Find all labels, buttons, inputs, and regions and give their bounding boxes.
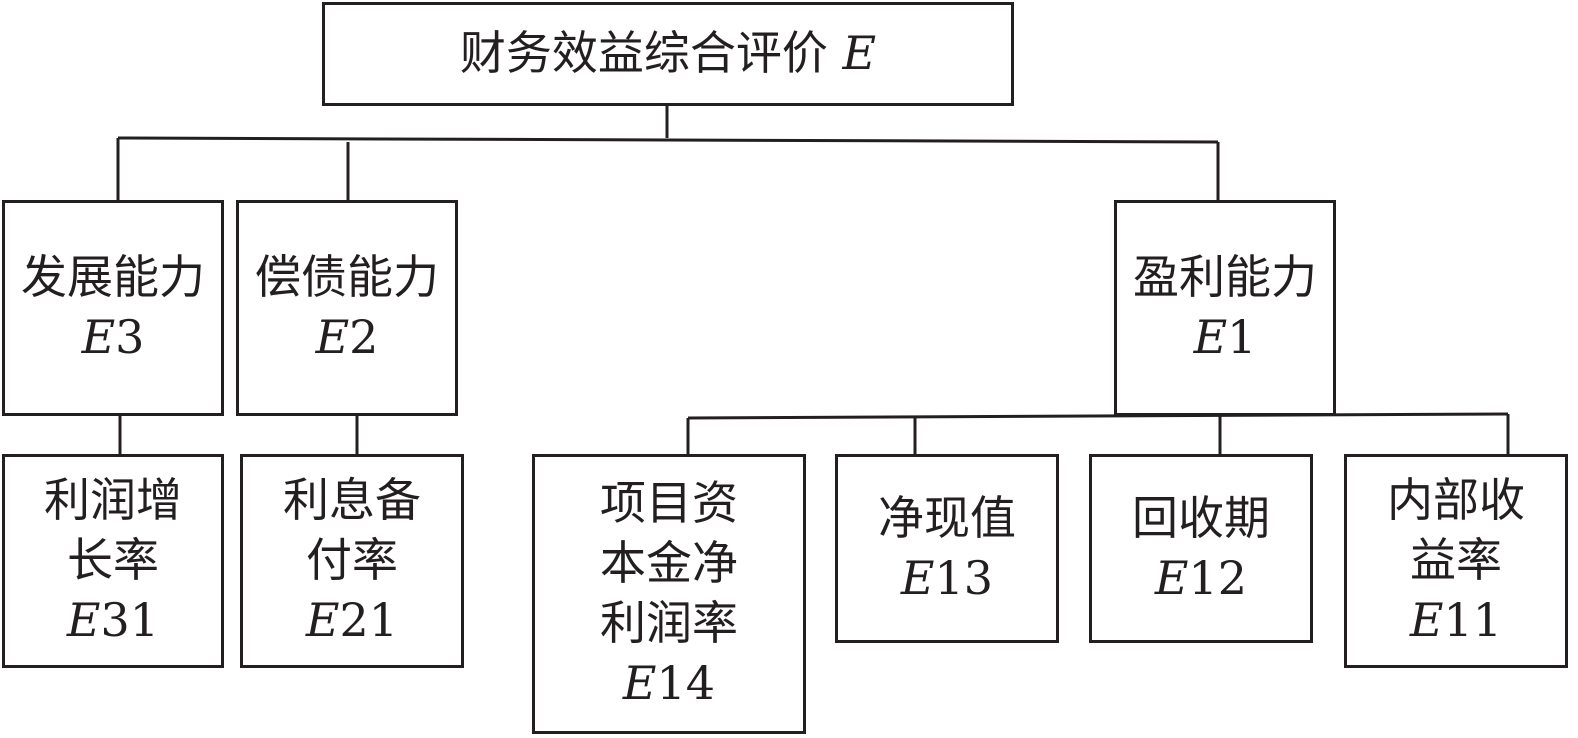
- category-node-e3: 发展能力 E3: [2, 200, 224, 416]
- indicator-label-line: 利息备: [283, 473, 421, 528]
- indicator-label-line: 利润增: [44, 473, 182, 528]
- indicator-label-line: 本金净: [600, 536, 738, 591]
- indicator-node-e14: 项目资 本金净 利润率 E14: [532, 454, 806, 734]
- root-title: 财务效益综合评价 E: [459, 26, 877, 81]
- indicator-code: E12: [1154, 550, 1248, 605]
- category-code: E1: [1193, 310, 1257, 364]
- indicator-label-line: 项目资: [600, 476, 738, 531]
- indicator-label-line: 内部收: [1387, 473, 1525, 528]
- indicator-label-line: 长率: [67, 533, 159, 588]
- category-node-e2: 偿债能力 E2: [236, 200, 458, 416]
- indicator-code: E31: [66, 592, 160, 647]
- indicator-label-line: 付率: [306, 533, 398, 588]
- indicator-node-e21: 利息备 付率 E21: [240, 454, 464, 668]
- category-code: E3: [81, 310, 145, 364]
- root-node: 财务效益综合评价 E: [322, 2, 1014, 106]
- indicator-code: E14: [622, 655, 716, 710]
- indicator-node-e11: 内部收 益率 E11: [1344, 454, 1568, 668]
- indicator-label-line: 益率: [1410, 533, 1502, 588]
- indicator-node-e12: 回收期 E12: [1089, 454, 1313, 643]
- indicator-label-line: 回收期: [1132, 490, 1270, 545]
- category-label: 盈利能力: [1133, 250, 1317, 305]
- indicator-node-e31: 利润增 长率 E31: [2, 454, 224, 668]
- indicator-label-line: 净现值: [878, 490, 1016, 545]
- connector-e1-bus: [687, 412, 1509, 420]
- category-label: 偿债能力: [255, 250, 439, 305]
- indicator-node-e13: 净现值 E13: [835, 454, 1059, 643]
- indicator-code: E11: [1409, 592, 1503, 647]
- indicator-code: E13: [900, 550, 994, 605]
- indicator-code: E21: [305, 592, 399, 647]
- connector-category-bus: [117, 136, 1219, 144]
- category-node-e1: 盈利能力 E1: [1114, 200, 1336, 416]
- category-code: E2: [315, 310, 379, 364]
- category-label: 发展能力: [21, 250, 205, 305]
- indicator-label-line: 利润率: [600, 596, 738, 650]
